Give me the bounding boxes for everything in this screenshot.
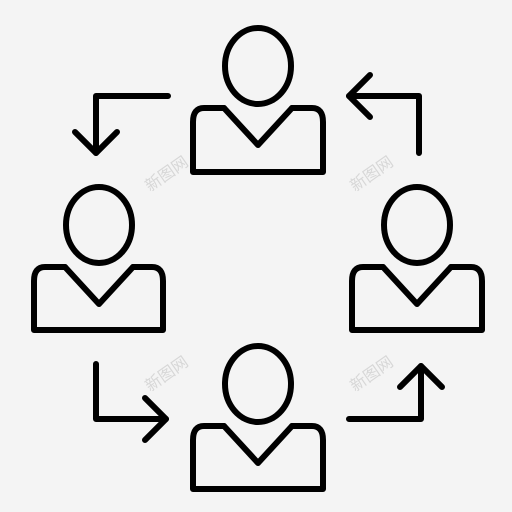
person-right-head	[381, 184, 453, 266]
person-top-icon	[190, 25, 326, 175]
arrow-top-left-head	[72, 129, 120, 156]
watermark-text: 新图网	[346, 152, 396, 195]
arrow-bottom-right-icon	[346, 363, 445, 422]
person-left-head	[63, 184, 135, 266]
person-bottom-icon	[190, 343, 326, 492]
arrow-bottom-right-head	[397, 363, 445, 390]
person-left-collar	[62, 264, 136, 307]
person-bottom-head	[222, 343, 294, 425]
person-left-body	[31, 264, 166, 333]
person-top-collar	[221, 105, 295, 148]
arrow-top-right-head	[346, 72, 373, 120]
arrow-top-right-icon	[346, 72, 422, 156]
arrow-bottom-left-head	[142, 395, 169, 443]
person-top-head	[222, 25, 294, 107]
person-right-body	[349, 264, 485, 333]
person-right-collar	[380, 264, 454, 307]
watermark-text: 新图网	[141, 152, 191, 195]
arrow-bottom-right-line	[346, 363, 424, 422]
arrow-top-right-line	[346, 93, 422, 156]
arrow-bottom-left-icon	[93, 361, 169, 443]
person-left-icon	[31, 184, 166, 333]
arrow-bottom-left-line	[93, 361, 169, 422]
watermark-text: 新图网	[346, 352, 396, 395]
arrow-top-left-line	[93, 93, 171, 156]
watermark-text: 新图网	[141, 352, 191, 395]
watermark-layer: 新图网 新图网 新图网 新图网	[141, 152, 396, 395]
arrow-top-left-icon	[72, 93, 171, 156]
person-bottom-body	[190, 423, 326, 492]
person-right-icon	[349, 184, 485, 333]
person-top-body	[190, 105, 326, 175]
person-bottom-collar	[221, 423, 295, 466]
